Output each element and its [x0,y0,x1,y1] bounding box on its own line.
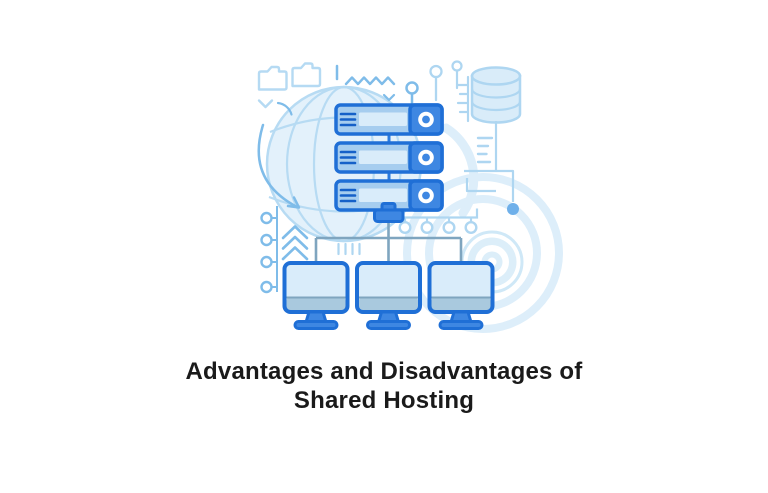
client-monitors [282,261,495,330]
connection-tree-lines [314,222,463,264]
chevron-marks [281,225,309,261]
bead-chain [260,206,278,294]
client-monitor-icon [427,261,495,330]
server-unit [334,179,444,212]
tick-marks [337,242,361,256]
node-dot [507,203,519,215]
power-plug-icon [373,202,405,223]
folder-icons [257,62,322,109]
circuit-lines [464,121,519,215]
list-lines [476,136,494,164]
shared-hosting-illustration [257,60,563,333]
server-unit [334,103,444,136]
folder-icon [291,62,322,88]
client-monitor-icon [282,261,350,330]
node-pin-icon [429,64,443,102]
orbit-arrow-icon [257,101,301,209]
database-cylinder-icon [470,66,522,124]
caption-line-1: Advantages and Disadvantages of [185,358,583,385]
server-unit [334,141,444,174]
top-doodles [335,60,470,123]
folder-icon [257,65,288,91]
client-monitor-icon [355,261,422,330]
ruler-lines [456,75,470,123]
caption: Advantages and Disadvantages of Shared H… [0,357,768,415]
chevron-down-icon [257,99,274,109]
node-pin-icon [405,81,419,105]
server-rack-icon [334,103,444,212]
zigzag-line [344,76,396,86]
check-mark [382,93,396,102]
caption-line-2: Shared Hosting [293,387,475,414]
